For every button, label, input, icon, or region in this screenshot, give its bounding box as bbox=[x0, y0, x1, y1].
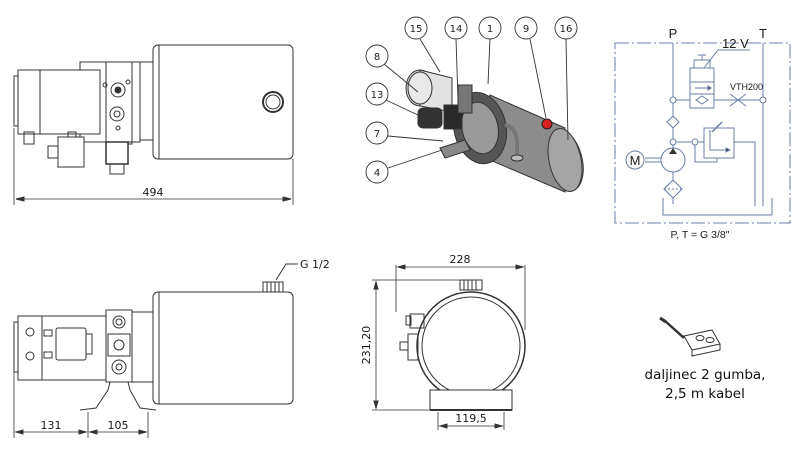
top-view-drawing: 494 bbox=[0, 0, 320, 220]
balloon-9: 9 bbox=[523, 24, 529, 35]
balloon-4: 4 bbox=[374, 168, 380, 179]
ports-thread-note: P, T = G 3/8" bbox=[671, 229, 730, 240]
balloon-15: 15 bbox=[410, 24, 423, 35]
end-view-drawing: 228 231,20 119,5 bbox=[350, 250, 550, 450]
part-balloons bbox=[365, 16, 578, 184]
dim-overall-length: 494 bbox=[143, 186, 164, 199]
balloon-8: 8 bbox=[374, 52, 380, 63]
port-t-label: T bbox=[759, 26, 767, 41]
remote-caption-line1: daljinec 2 gumba, bbox=[644, 367, 766, 383]
dim-131: 131 bbox=[41, 419, 62, 432]
remote-caption: daljinec 2 gumba, 2,5 m kabel bbox=[630, 366, 780, 404]
balloon-16: 16 bbox=[560, 24, 573, 35]
dim-foot-119-5: 119,5 bbox=[455, 412, 487, 425]
dim-height-231-20: 231,20 bbox=[360, 326, 373, 365]
dim-width-228: 228 bbox=[450, 253, 471, 266]
isometric-view: 15 14 1 9 16 8 13 7 4 bbox=[340, 0, 600, 210]
filler-thread-label: G 1/2 bbox=[300, 258, 330, 271]
balloon-14: 14 bbox=[450, 24, 463, 35]
throttle-label: VTH200 bbox=[730, 82, 763, 92]
side-view-drawing: G 1/2 131 105 bbox=[0, 250, 340, 450]
dim-105: 105 bbox=[108, 419, 129, 432]
remote-control-illustration bbox=[640, 310, 760, 370]
balloon-7: 7 bbox=[374, 129, 380, 140]
remote-caption-line2: 2,5 m kabel bbox=[665, 386, 745, 402]
port-p-label: P bbox=[669, 26, 678, 41]
motor-symbol: M bbox=[630, 153, 641, 168]
balloon-1: 1 bbox=[487, 24, 493, 35]
tank-outline bbox=[152, 44, 294, 160]
balloon-13: 13 bbox=[371, 90, 384, 101]
voltage-label: 12 V bbox=[722, 36, 749, 51]
hydraulic-schematic: M 12 V VTH200 P T P, bbox=[600, 20, 800, 240]
